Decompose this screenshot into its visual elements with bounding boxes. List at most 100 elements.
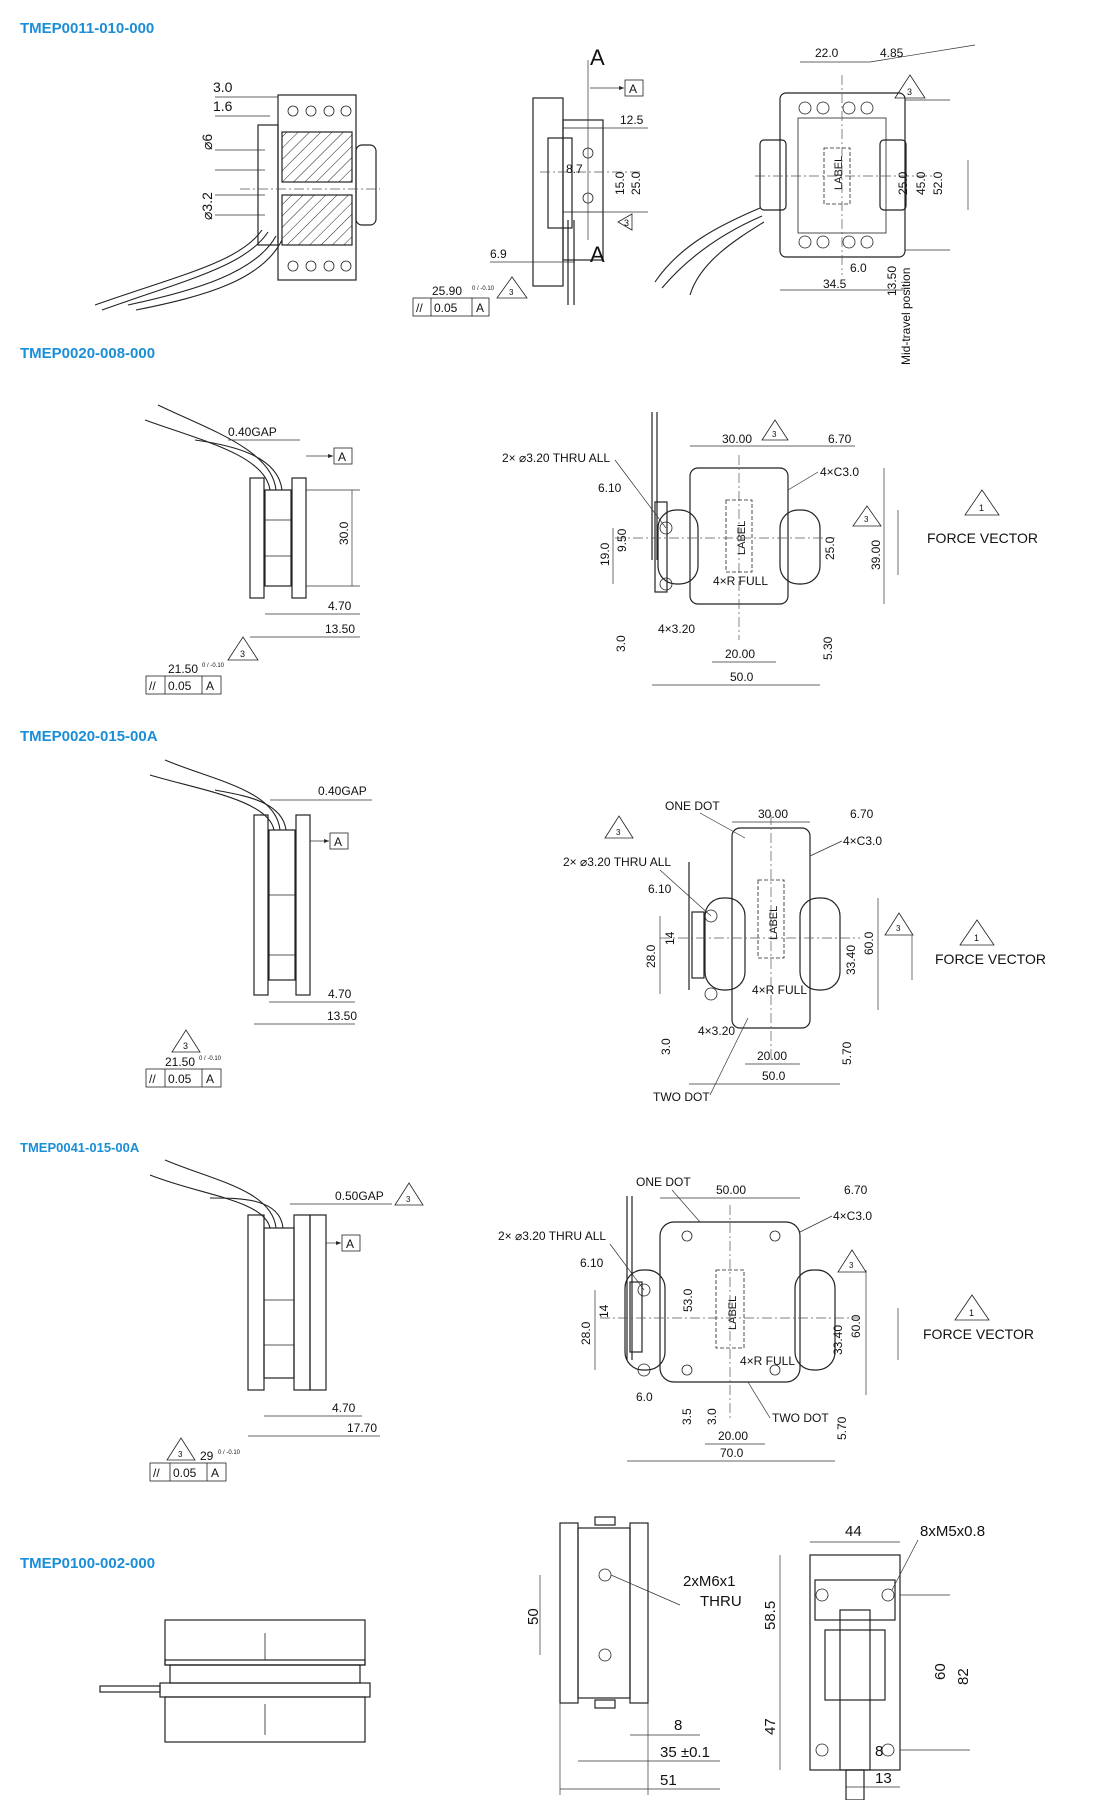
gdt-value: 0.05 <box>168 1072 192 1086</box>
dim-44: 44 <box>845 1523 862 1540</box>
drawing-title-5: TMEP0100-002-000 <box>20 1555 156 1572</box>
front-view: LABEL 22.0 4.85 3 25.0 45.0 52.0 6.0 34.… <box>654 44 976 365</box>
r-full: 4×R FULL <box>740 1354 795 1368</box>
front-view: 44 8xM5x0.8 58.5 47 60 82 8 13 <box>762 1523 985 1800</box>
dim-13-50: 13.50 <box>325 622 355 636</box>
gdt-value: 0.05 <box>434 301 458 315</box>
drawing-5: 50 2xM6x1 THRU 8 35 ±0.1 51 44 8xM5x0.8 <box>99 1516 985 1800</box>
section-label-a-top: A <box>590 45 605 70</box>
mid-view: 50 2xM6x1 THRU 8 35 ±0.1 51 <box>525 1516 742 1795</box>
dim-33-40: 33.40 <box>844 945 858 975</box>
dim-15-0: 15.0 <box>613 171 627 195</box>
dim-4-70: 4.70 <box>332 1401 356 1415</box>
dim-3-0: 3.0 <box>614 635 628 652</box>
slots: 4×3.20 <box>698 1024 735 1038</box>
gdt-parallel: // <box>149 1072 156 1086</box>
dim-50-0: 50.0 <box>762 1069 786 1083</box>
front-label: LABEL <box>768 906 780 940</box>
dim-60-0: 60.0 <box>849 1314 863 1338</box>
mid-travel-note: Mid-travel position <box>899 268 913 365</box>
force-vector: FORCE VECTOR <box>927 530 1038 546</box>
note-tri-1: 1 <box>974 933 979 943</box>
dim-30-0: 30.0 <box>337 521 351 545</box>
dim-19-0: 19.0 <box>598 542 612 566</box>
datum-a-3: A <box>334 835 342 849</box>
gdt-datum: A <box>206 679 214 693</box>
dim-30-00: 30.00 <box>722 432 752 446</box>
dim-21-50: 21.50 <box>165 1055 195 1069</box>
dim-8b: 8 <box>875 1743 883 1760</box>
dim-3-0: 3.0 <box>705 1408 719 1425</box>
gdt-datum: A <box>206 1072 214 1086</box>
side-view <box>99 1619 371 1743</box>
r-full: 4×R FULL <box>713 574 768 588</box>
dim-20-00: 20.00 <box>757 1049 787 1063</box>
dim-14: 14 <box>597 1304 611 1318</box>
note-tri-1: 1 <box>969 1308 974 1318</box>
dim-14: 14 <box>663 931 677 945</box>
dim-20-00: 20.00 <box>725 647 755 661</box>
dim-50-00: 50.00 <box>716 1183 746 1197</box>
gdt-parallel: // <box>149 679 156 693</box>
dim-4-70: 4.70 <box>328 599 352 613</box>
tolerance-21-50: 0 / -0.10 <box>202 663 225 669</box>
drawing-title-3: TMEP0020-015-00A <box>20 728 158 745</box>
dim-3-0: 3.0 <box>659 1038 673 1055</box>
dim-4-70: 4.70 <box>328 987 352 1001</box>
two-dot: TWO DOT <box>772 1411 829 1425</box>
dim-21-50: 21.50 <box>168 662 198 676</box>
dim-5-70: 5.70 <box>835 1416 849 1440</box>
note-tri-3c: 3 <box>907 87 912 97</box>
one-dot: ONE DOT <box>665 799 720 813</box>
drawing-2: 0.40GAP A 30.0 4.70 13.50 3 21.50 0 / -0… <box>144 404 1038 695</box>
chamfer: 4×C3.0 <box>843 834 882 848</box>
gdt-value: 0.05 <box>168 679 192 693</box>
dim-33-40: 33.40 <box>831 1325 845 1355</box>
gap-0-50: 0.50GAP <box>335 1189 384 1203</box>
tolerance-29: 0 / -0.10 <box>218 1450 241 1456</box>
chamfer: 4×C3.0 <box>820 465 859 479</box>
dim-39-00: 39.00 <box>869 540 883 570</box>
dim-30-00: 30.00 <box>758 807 788 821</box>
dim-50-0: 50.0 <box>730 670 754 684</box>
gdt-parallel: // <box>153 1466 160 1480</box>
dim-13-50: 13.50 <box>885 266 899 296</box>
note-tri-3: 3 <box>240 649 245 659</box>
gdt-value: 0.05 <box>173 1466 197 1480</box>
gdt-parallel: // <box>416 301 423 315</box>
datum-a: A <box>629 82 637 96</box>
note-tri-3: 3 <box>849 1261 854 1270</box>
dim-25-0: 25.0 <box>629 171 643 195</box>
thread-thru: THRU <box>700 1593 742 1610</box>
r-full: 4×R FULL <box>752 983 807 997</box>
dim-50: 50 <box>525 1608 542 1625</box>
note-tri-3b: 3 <box>178 1450 183 1459</box>
dim-6-70: 6.70 <box>850 807 874 821</box>
gdt-datum: A <box>476 301 484 315</box>
note-tri-3: 3 <box>406 1195 411 1204</box>
dim-60: 60 <box>932 1663 949 1680</box>
tolerance-25-90: 0 / -0.10 <box>472 286 495 292</box>
dim-28-0: 28.0 <box>579 1321 593 1345</box>
dim-20-00: 20.00 <box>718 1429 748 1443</box>
dim-35: 35 ±0.1 <box>660 1744 710 1761</box>
dim-3-5: 3.5 <box>680 1408 694 1425</box>
gdt-datum: A <box>211 1466 219 1480</box>
dim-phi-6: ⌀6 <box>199 134 215 150</box>
dim-8-7: 8.7 <box>566 162 583 176</box>
force-vector: FORCE VECTOR <box>935 951 1046 967</box>
dim-22-0: 22.0 <box>815 46 839 60</box>
side-view: 0.40GAP A 30.0 4.70 13.50 3 21.50 0 / -0… <box>144 404 360 695</box>
dim-25-0: 25.0 <box>823 536 837 560</box>
thru-holes: 2× ⌀3.20 THRU ALL <box>563 855 671 869</box>
dim-12-5: 12.5 <box>620 113 644 127</box>
front-view: LABEL 30.00 3 6.70 2× ⌀3.20 THRU ALL 4×C… <box>502 412 1038 686</box>
front-label: LABEL <box>727 1296 739 1330</box>
dim-6-10: 6.10 <box>598 481 622 495</box>
note-tri-3b: 3 <box>509 288 514 297</box>
drawing-title-2: TMEP0020-008-000 <box>20 345 156 362</box>
gap-0-40: 0.40GAP <box>228 425 277 439</box>
note-tri-1: 1 <box>979 503 984 513</box>
dim-6-70: 6.70 <box>844 1183 868 1197</box>
